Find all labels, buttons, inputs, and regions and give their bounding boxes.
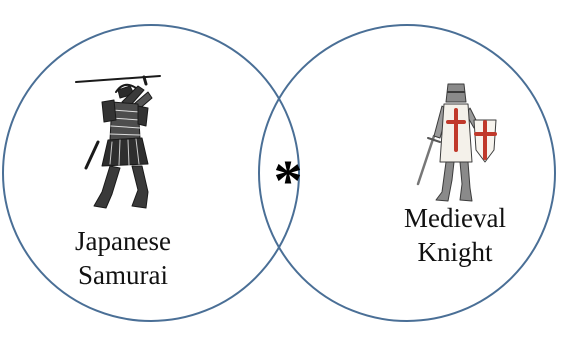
left-set-label: Japanese Samurai	[58, 224, 188, 292]
knight-illustration	[412, 80, 504, 205]
right-set-label-line1: Medieval	[390, 201, 520, 235]
left-set-label-line1: Japanese	[58, 224, 188, 258]
overlap-symbol: *	[263, 152, 313, 210]
right-set-label: Medieval Knight	[390, 201, 520, 269]
samurai-illustration	[72, 72, 167, 212]
right-set-label-line2: Knight	[390, 235, 520, 269]
left-set-label-line2: Samurai	[58, 258, 188, 292]
